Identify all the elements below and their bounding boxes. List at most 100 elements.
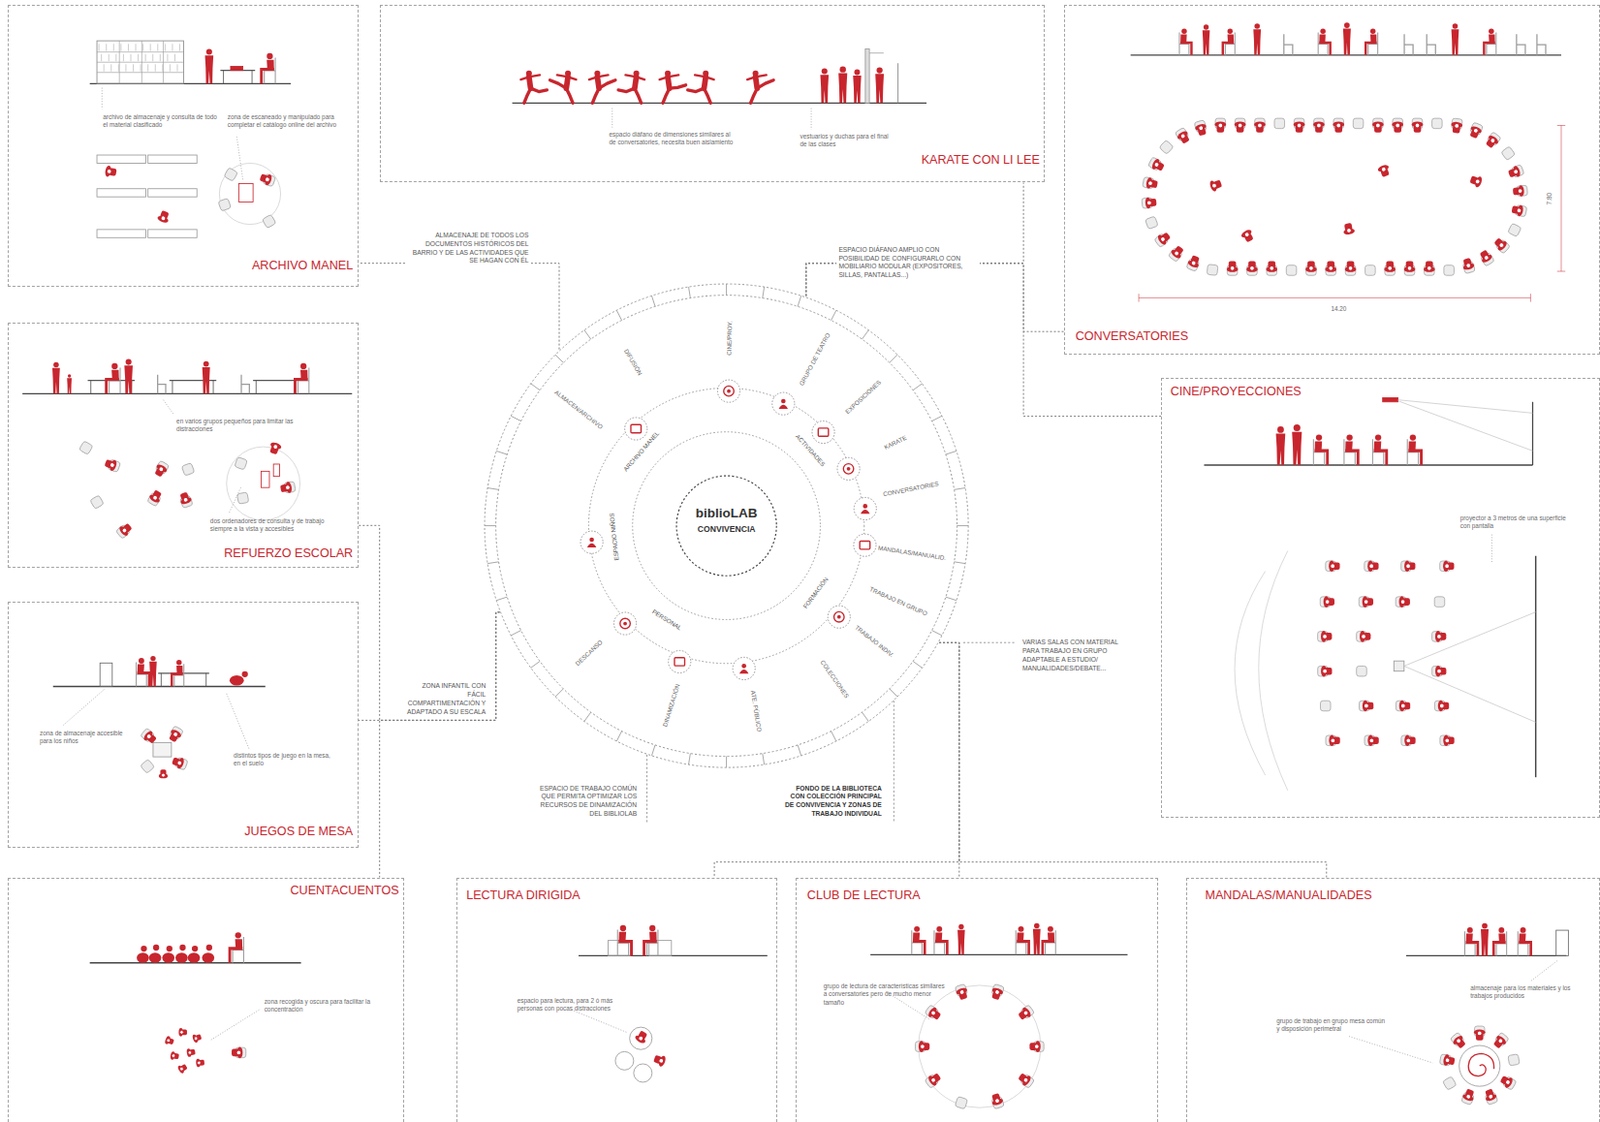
figure [1517, 185, 1525, 197]
line [166, 54, 168, 62]
band-tick [616, 310, 622, 320]
figure [169, 1051, 176, 1061]
person-plan [1404, 734, 1415, 747]
person-plan [280, 481, 293, 495]
figure [1269, 265, 1275, 271]
figure [1374, 449, 1389, 466]
karate-figure [598, 80, 616, 89]
ring-label: DESCANSO [574, 639, 604, 668]
chair-plan [1507, 222, 1522, 237]
connector [714, 642, 960, 878]
computer [261, 470, 270, 488]
connector [806, 183, 1024, 297]
icon-glyph [863, 503, 869, 509]
program-note: FONDO DE LA BIBLIOTECA CON COLECCIÓN PRI… [782, 784, 884, 820]
person-head [1254, 23, 1260, 30]
person-head [913, 926, 920, 933]
figure [1439, 703, 1444, 709]
figure [1482, 254, 1490, 262]
ring-section-label: FORMACIÓN [802, 576, 830, 611]
person-plan [178, 491, 193, 506]
figure [1348, 265, 1353, 271]
figure [1411, 121, 1424, 127]
band-tick [510, 415, 521, 421]
activity-panel: MANDALAS/MANUALIDADESalmacenaje para los… [1186, 878, 1600, 1122]
activity-panel: LECTURA DIRIGIDAespacio para lectura, pa… [456, 878, 779, 1122]
ring-label: CONVERSATORIES [882, 481, 940, 499]
figure [159, 215, 166, 221]
person-plan [1345, 260, 1357, 272]
figure [852, 75, 861, 103]
ring-label: EXPOSICIONES [845, 379, 883, 416]
icon-glyph [674, 657, 686, 665]
person-plan [1506, 164, 1522, 180]
figure [1489, 137, 1497, 145]
figure [181, 463, 194, 476]
icon-glyph [739, 669, 749, 674]
figure [1450, 121, 1463, 128]
figure [1369, 564, 1375, 569]
person-plan [1016, 1005, 1033, 1022]
figure [1455, 1037, 1463, 1045]
line [150, 43, 152, 51]
person-plan [1461, 256, 1475, 271]
ring-section-label: ESPACIO NIÑOS [609, 513, 621, 563]
person-plan [1404, 260, 1416, 272]
person-plan [1477, 249, 1494, 265]
chair-plan [223, 167, 238, 182]
shelving-plan [96, 229, 147, 238]
line [100, 54, 102, 62]
figure [178, 1028, 183, 1037]
figure [1359, 630, 1366, 643]
figure [1330, 738, 1336, 744]
figure [264, 176, 271, 183]
activity-icon [718, 379, 741, 403]
activity-panel: ARCHIVO MANELarchivo de almacenaje y con… [7, 4, 358, 287]
figure [1237, 123, 1243, 128]
person-head [936, 926, 942, 933]
chair [241, 375, 250, 395]
chair-plan [1434, 596, 1445, 608]
activity-icon [853, 533, 877, 557]
figure [1406, 564, 1412, 569]
table-plan [1459, 1045, 1501, 1087]
karate-figure [625, 74, 645, 80]
figure [994, 989, 1001, 996]
line [90, 380, 92, 395]
figure [1320, 630, 1327, 643]
figure [955, 986, 969, 996]
person-plan [1323, 596, 1335, 608]
line [142, 43, 144, 51]
icon-glyph [726, 388, 731, 393]
figure [919, 1044, 925, 1050]
chair-plan [1159, 139, 1174, 155]
figure [1169, 248, 1183, 260]
icon-glyph [860, 509, 870, 514]
person-head [242, 671, 249, 678]
band-tick [932, 415, 942, 421]
core-label: CONVIVENCIA [675, 525, 778, 534]
person-head [1344, 22, 1350, 29]
figure [1150, 157, 1161, 171]
figure [1437, 668, 1443, 674]
shelving [96, 40, 184, 84]
icon-glyph [741, 663, 747, 669]
person-plan [1438, 700, 1449, 713]
line [255, 380, 257, 395]
person-plan [1367, 560, 1379, 572]
icon-glyph [834, 611, 846, 623]
line [105, 43, 107, 51]
armchair-plan [629, 1027, 653, 1050]
person-plan [178, 1028, 188, 1037]
figure [1495, 1035, 1508, 1047]
figure [1473, 127, 1479, 134]
line [123, 54, 125, 62]
figure [1346, 227, 1352, 234]
band-tick [954, 487, 966, 490]
figure [637, 1035, 645, 1042]
figure [991, 986, 1004, 996]
karate-figure [704, 88, 712, 103]
band-tick [616, 730, 622, 741]
chair-plan [1443, 265, 1455, 277]
